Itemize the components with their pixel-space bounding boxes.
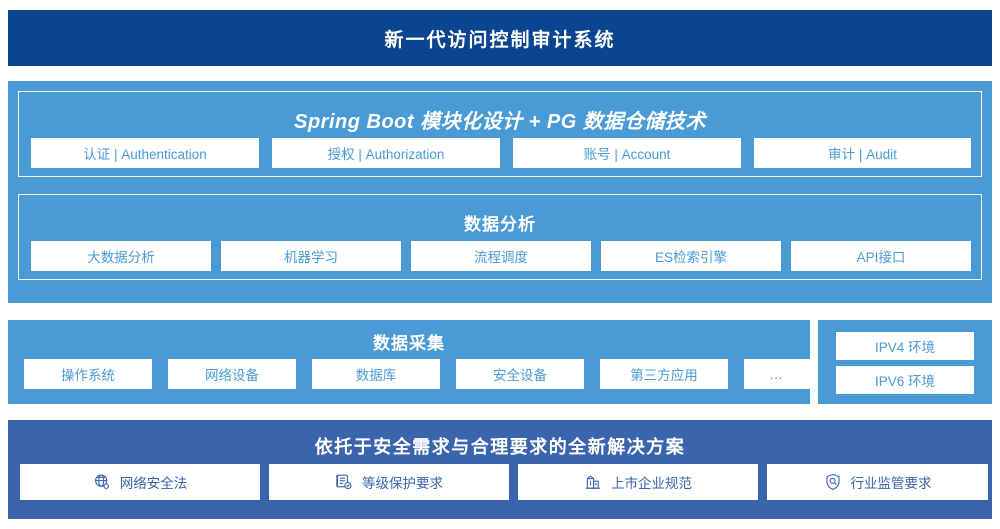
environment-panel: IPV4 环境 IPV6 环境 xyxy=(818,320,992,404)
card-label: 安全设备 xyxy=(493,368,547,383)
card-label: 网络安全法 xyxy=(119,476,188,491)
card-label: 认证 | Authentication xyxy=(83,147,207,162)
card-authentication[interactable]: 认证 | Authentication xyxy=(31,138,259,168)
card-listed-company-standard[interactable]: 上市企业规范 xyxy=(518,464,758,500)
card-industry-regulation[interactable]: 行业监管要求 xyxy=(767,464,988,500)
card-label: 操作系统 xyxy=(61,368,115,383)
card-label: 网络设备 xyxy=(205,368,259,383)
analysis-section-heading: 数据分析 xyxy=(464,215,536,234)
card-label: 授权 | Authorization xyxy=(327,147,445,162)
platform-section: Spring Boot 模块化设计 + PG 数据仓储技术 认证 | Authe… xyxy=(18,91,982,177)
card-api-interface[interactable]: API接口 xyxy=(791,241,971,271)
card-label: 审计 | Audit xyxy=(828,147,897,162)
solution-section: 依托于安全需求与合理要求的全新解决方案 网络安全法 xyxy=(8,420,992,519)
card-authorization[interactable]: 授权 | Authorization xyxy=(272,138,500,168)
card-label: 账号 | Account xyxy=(583,147,671,162)
card-label: 大数据分析 xyxy=(87,250,155,265)
card-label: 第三方应用 xyxy=(630,368,698,383)
solution-section-heading: 依托于安全需求与合理要求的全新解决方案 xyxy=(314,437,686,457)
card-account[interactable]: 账号 | Account xyxy=(513,138,741,168)
bank-icon xyxy=(584,473,602,491)
collection-section: 数据采集 操作系统 网络设备 数据库 安全设备 第三方应用 … xyxy=(8,320,810,404)
card-big-data-analysis[interactable]: 大数据分析 xyxy=(31,241,211,271)
card-machine-learning[interactable]: 机器学习 xyxy=(221,241,401,271)
card-database[interactable]: 数据库 xyxy=(312,359,440,389)
card-more[interactable]: … xyxy=(744,359,810,389)
card-label: IPV4 环境 xyxy=(874,340,936,355)
shield-search-icon xyxy=(824,473,842,491)
document-check-icon xyxy=(335,473,353,491)
card-es-search-engine[interactable]: ES检索引擎 xyxy=(601,241,781,271)
card-ipv6-environment[interactable]: IPV6 环境 xyxy=(836,366,974,394)
card-cybersecurity-law[interactable]: 网络安全法 xyxy=(20,464,260,500)
card-label: 上市企业规范 xyxy=(611,476,692,491)
card-operating-system[interactable]: 操作系统 xyxy=(24,359,152,389)
card-label: … xyxy=(769,366,785,382)
card-label: API接口 xyxy=(856,250,906,265)
card-label: IPV6 环境 xyxy=(874,374,936,389)
platform-analysis-panel: Spring Boot 模块化设计 + PG 数据仓储技术 认证 | Authe… xyxy=(8,81,992,303)
card-label: 流程调度 xyxy=(474,250,528,265)
card-label: ES检索引擎 xyxy=(654,250,727,265)
card-classified-protection[interactable]: 等级保护要求 xyxy=(269,464,509,500)
card-label: 等级保护要求 xyxy=(362,476,443,491)
card-ipv4-environment[interactable]: IPV4 环境 xyxy=(836,332,974,360)
card-label: 行业监管要求 xyxy=(850,476,932,491)
card-security-device[interactable]: 安全设备 xyxy=(456,359,584,389)
page-title-bar: 新一代访问控制审计系统 xyxy=(8,10,992,66)
collection-section-heading: 数据采集 xyxy=(373,334,445,353)
platform-section-heading: Spring Boot 模块化设计 + PG 数据仓储技术 xyxy=(294,111,706,133)
page-title: 新一代访问控制审计系统 xyxy=(384,29,616,51)
card-third-party-app[interactable]: 第三方应用 xyxy=(600,359,728,389)
globe-icon xyxy=(93,473,111,491)
card-process-scheduling[interactable]: 流程调度 xyxy=(411,241,591,271)
card-network-device[interactable]: 网络设备 xyxy=(168,359,296,389)
analysis-section: 数据分析 大数据分析 机器学习 流程调度 ES检索引擎 API接口 xyxy=(18,194,982,280)
card-label: 数据库 xyxy=(355,368,397,383)
card-audit[interactable]: 审计 | Audit xyxy=(754,138,971,168)
card-label: 机器学习 xyxy=(284,250,338,265)
